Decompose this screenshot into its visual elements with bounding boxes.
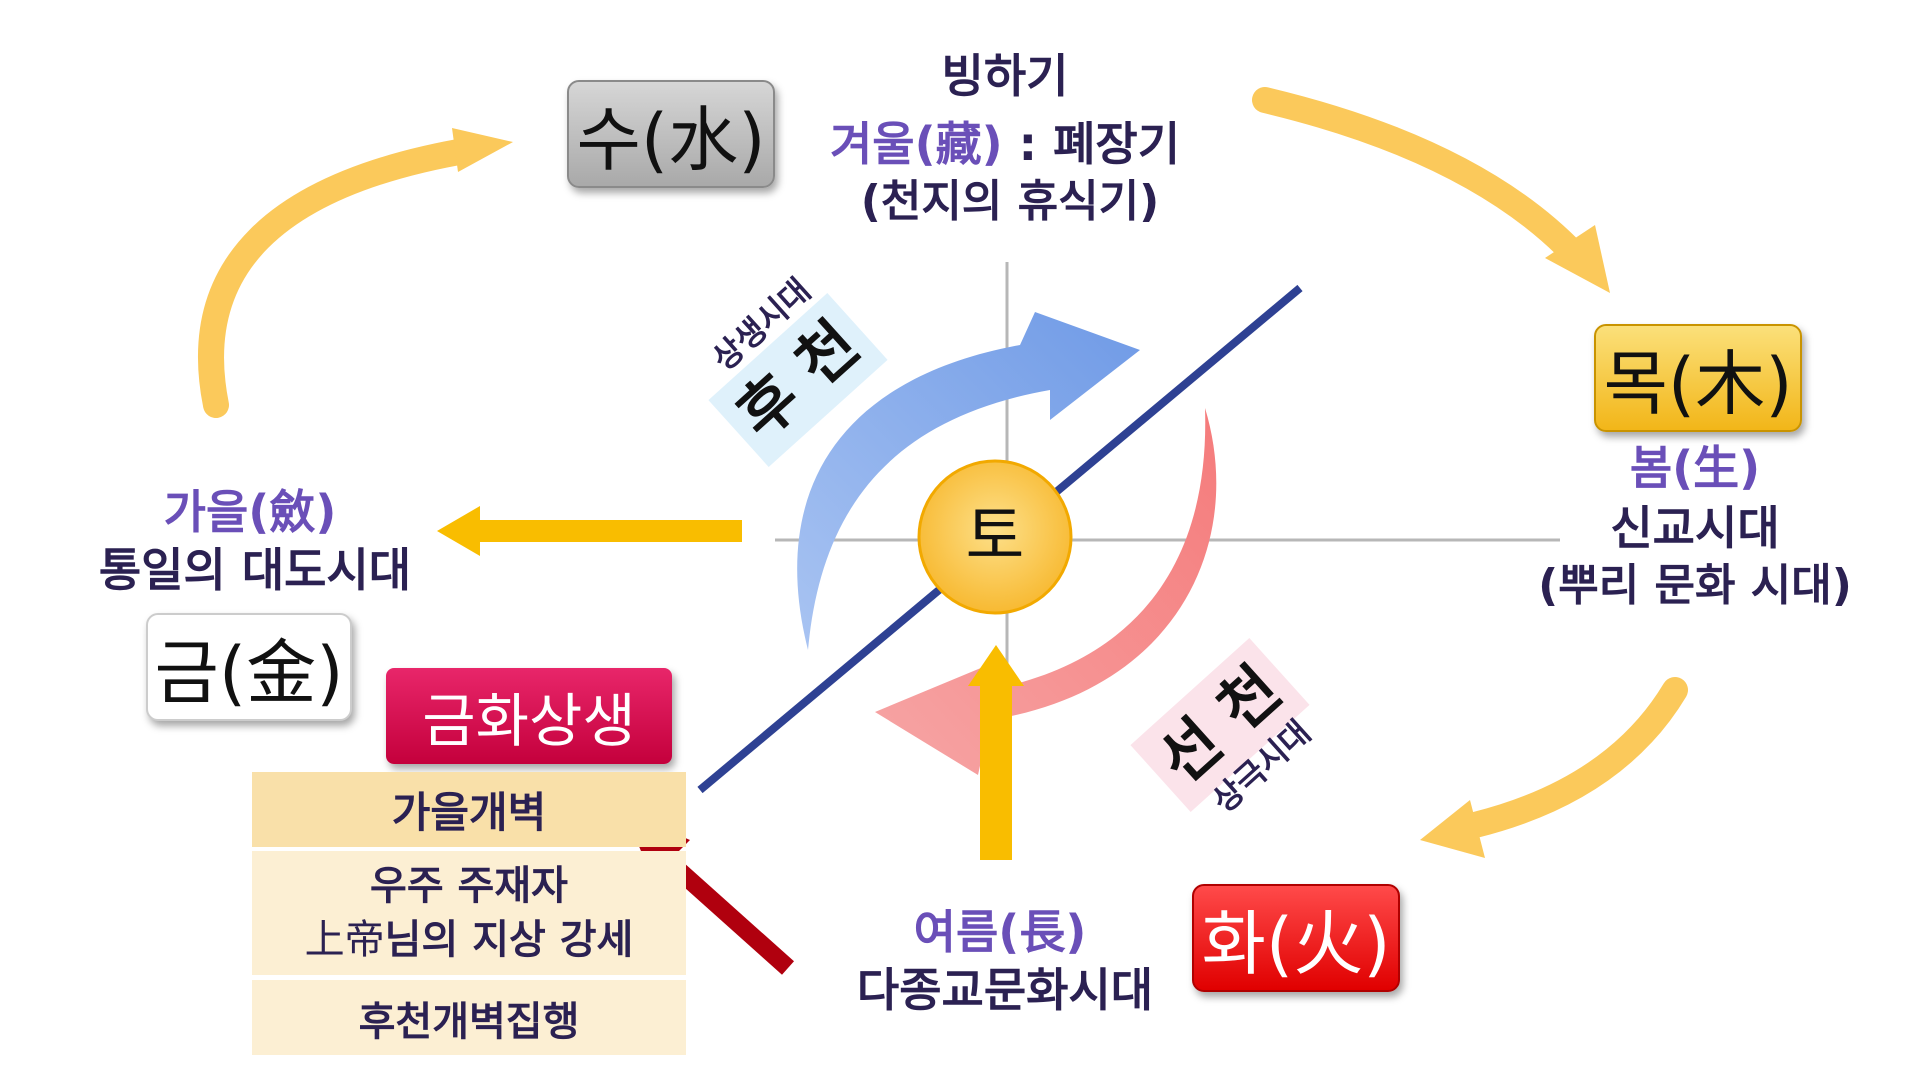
sangje-descent-line: 上帝님의 지상 강세: [305, 913, 634, 967]
fire-element-box: 화(火): [1192, 884, 1400, 992]
winter-label: 겨울(藏): [829, 117, 1003, 171]
table-row-autumn-opening: 가을개벽: [252, 772, 686, 847]
wood-element-box: 목(木): [1594, 324, 1802, 432]
descent-label: 님의 지상 강세: [384, 917, 634, 963]
multi-religion-era-label: 다종교문화시대: [856, 963, 1154, 1017]
autumn-label: 가을(斂): [163, 485, 337, 539]
later-heaven-opening-label: 후천개벽집행: [358, 998, 580, 1045]
cycle-arrow-metal-to-water: [198, 128, 513, 418]
earth-label: 토: [965, 500, 1025, 574]
cycle-arrow-water-to-wood: [1252, 87, 1610, 293]
table-row-sangje-descent: 우주 주재자 上帝님의 지상 강세: [252, 851, 686, 975]
cosmic-ruler-label: 우주 주재자: [370, 863, 568, 909]
arrow-from-summer: [968, 645, 1024, 860]
red-curved-arrow: [875, 408, 1217, 775]
sangje-label: 上帝: [304, 917, 385, 963]
autumn-opening-label: 가을개벽: [391, 788, 547, 837]
metal-fire-generation-label: 금화상생: [422, 687, 636, 755]
winter-line: 겨울(藏) : 폐장기: [790, 116, 1220, 174]
singyo-era-label: 신교시대: [1610, 501, 1780, 555]
root-culture-era-label: (뿌리 문화 시대): [1538, 560, 1852, 611]
metal-fire-generation-box: 금화상생: [386, 668, 672, 764]
summer-label: 여름(長): [913, 905, 1087, 959]
rest-period-label: (천지의 휴식기): [860, 176, 1160, 227]
water-label: 수(水): [576, 98, 766, 181]
unification-era-label: 통일의 대도시대: [98, 543, 412, 597]
metal-label: 금(金): [154, 631, 344, 714]
arrow-to-autumn: [437, 506, 742, 556]
metal-element-box: 금(金): [146, 613, 352, 721]
cycle-arrow-wood-to-fire: [1420, 677, 1688, 858]
wood-label: 목(木): [1603, 342, 1793, 425]
blue-curved-arrow: [797, 312, 1140, 650]
closing-period-label: : 폐장기: [1002, 117, 1181, 171]
table-row-later-heaven-opening: 후천개벽집행: [252, 980, 686, 1055]
fire-label: 화(火): [1201, 902, 1391, 985]
spring-label: 봄(生): [1629, 441, 1761, 495]
earth-circle: [917, 459, 1073, 615]
water-element-box: 수(水): [567, 80, 775, 188]
ice-age-label: 빙하기: [941, 49, 1069, 103]
